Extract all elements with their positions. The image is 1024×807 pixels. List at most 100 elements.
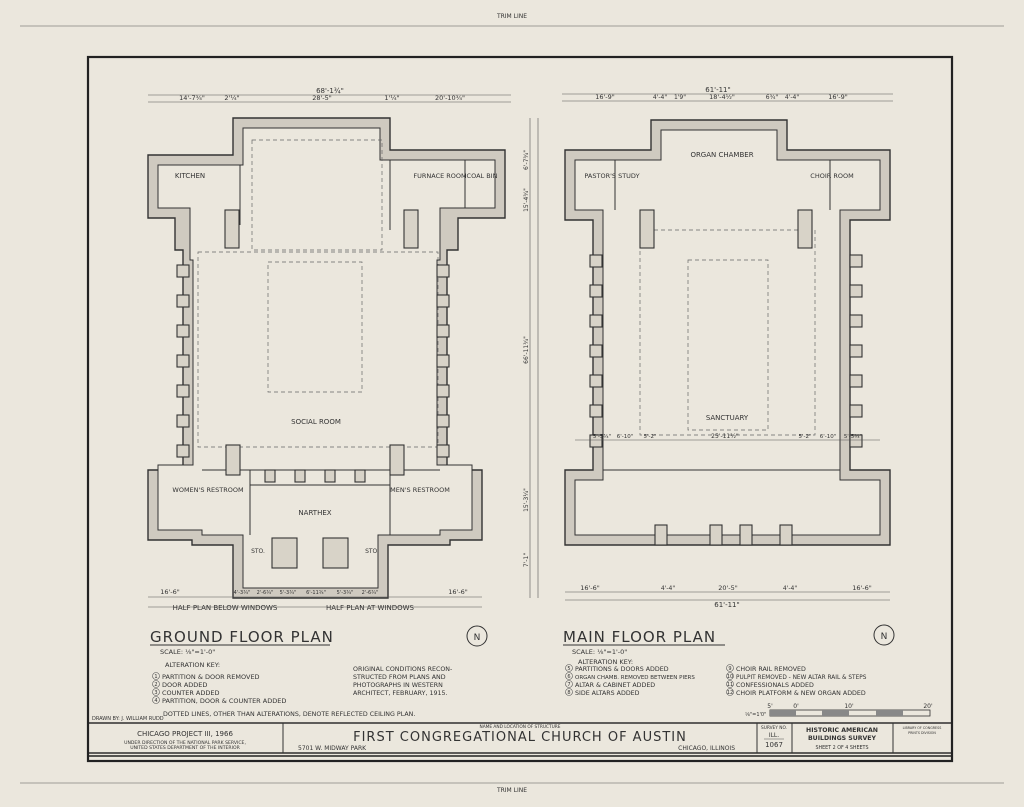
room-label-coal-bin: COAL BIN [467, 172, 498, 180]
key-num: 5 [567, 666, 570, 672]
dim-text: 16'-9" [828, 93, 848, 101]
scale-bar-label: ⅛"=1'0" [745, 712, 766, 718]
dim-text: 5'-5¾" [844, 434, 862, 440]
room-label-womens: WOMEN'S RESTROOM [172, 486, 243, 494]
key-item: PARTITIONS & DOORS ADDED [575, 666, 669, 673]
dim-text: 15'-4¾" [523, 188, 530, 212]
key-num: 1 [154, 674, 157, 680]
trim-line-bottom: TRIM LINE [496, 787, 527, 794]
dim-text: 2'¼" [224, 94, 239, 102]
ground-plan-title: GROUND FLOOR PLAN [150, 628, 334, 646]
key-item: COUNTER ADDED [162, 689, 220, 697]
key-num: 10 [727, 674, 733, 680]
dim-text: 6'-11¾" [306, 590, 326, 596]
key-num: 11 [727, 682, 733, 688]
key-item: CHOIR RAIL REMOVED [736, 666, 806, 673]
dim-overall: 61'-11" [705, 86, 730, 94]
room-label-kitchen: KITCHEN [175, 172, 205, 180]
room-label-pastors-study: PASTOR'S STUDY [584, 172, 639, 180]
room-label-mens: MEN'S RESTROOM [390, 486, 450, 494]
key-item: SIDE ALTARS ADDED [575, 690, 640, 697]
scale-tick: 10' [844, 703, 854, 710]
piers [176, 264, 450, 458]
note-line: PHOTOGRAPHS IN WESTERN [353, 682, 443, 689]
dim-text: 6'-10" [617, 434, 634, 440]
note-line: STRUCTED FROM PLANS AND [353, 674, 446, 681]
dim-text: 4'-3¾" [234, 590, 251, 596]
scale-tick: 20' [923, 703, 933, 710]
survey-state: ILL. [769, 732, 779, 739]
scale-tick: 0' [793, 703, 799, 710]
scale-text: SCALE: ⅛"=1'-0" [572, 648, 627, 656]
key-item: PULPIT REMOVED - NEW ALTAR RAIL & STEPS [736, 675, 867, 681]
key-num: 12 [727, 690, 733, 696]
key-num: 9 [728, 666, 731, 672]
key-item: CHOIR PLATFORM & NEW ORGAN ADDED [736, 690, 866, 697]
key-item: ORGAN CHAMB. REMOVED BETWEEN PIERS [575, 675, 695, 681]
key-num: 8 [567, 690, 570, 696]
dim-text: 28'-5" [312, 94, 332, 102]
habs-label: HISTORIC AMERICAN [806, 727, 878, 734]
dim-overall: 68'-1¾" [316, 87, 344, 95]
sheet-number: SHEET 2 OF 4 SHEETS [815, 745, 868, 751]
direction-line: UNDER DIRECTION OF THE NATIONAL PARK SER… [124, 740, 246, 746]
dim-overall: 61'-11" [714, 601, 739, 609]
name-label: NAME AND LOCATION OF STRUCTURE [479, 724, 560, 730]
main-floor-plan: 61'-11" 16'-9" 4'-4" 1'9" 18'-4½" 6¾" 4'… [562, 86, 933, 718]
dim-text: 25'-11½" [711, 433, 739, 440]
dim-text: 4'-4" [783, 585, 797, 592]
dim-text: 5'-2" [643, 434, 656, 440]
dim-text: 4'-4" [653, 94, 667, 101]
structure-city: CHICAGO, ILLINOIS [678, 745, 735, 752]
title-block: CHICAGO PROJECT III, 1966 UNDER DIRECTIO… [87, 722, 953, 757]
dim-text: 20'-5" [718, 584, 738, 592]
dim-text: 5'-5¾" [593, 434, 611, 440]
room-label-storage: STO. [365, 548, 379, 555]
dim-text: 6¾" [766, 94, 779, 101]
dim-text: 20'-10¾" [435, 94, 465, 102]
survey-label: SURVEY NO. [761, 725, 787, 731]
library-label: LIBRARY OF CONGRESS [903, 726, 942, 730]
main-plan-title: MAIN FLOOR PLAN [563, 628, 716, 646]
project-name: CHICAGO PROJECT III, 1966 [137, 730, 233, 738]
north-arrow-icon [873, 624, 895, 646]
north-arrow-icon [466, 625, 488, 647]
key-num: 2 [154, 682, 157, 688]
note-line: ARCHITECT, FEBRUARY, 1915. [353, 690, 448, 697]
key-item: DOOR ADDED [162, 681, 207, 689]
room-label-social: SOCIAL ROOM [291, 418, 341, 426]
room-label-sanctuary: SANCTUARY [706, 414, 749, 422]
room-label-organ-chamber: ORGAN CHAMBER [690, 151, 753, 159]
dim-text: 4'-4" [785, 94, 799, 101]
dim-text: 18'-4½" [709, 93, 735, 101]
key-item: CONFESSIONALS ADDED [736, 682, 814, 689]
room-label-furnace: FURNACE ROOM [413, 172, 466, 180]
scale-tick: 5' [767, 703, 773, 710]
dim-text: 16'-6" [448, 588, 468, 596]
dotted-lines-note: DOTTED LINES, OTHER THAN ALTERATIONS, DE… [163, 711, 415, 718]
ground-key: 1 PARTITION & DOOR REMOVED 2 DOOR ADDED … [152, 672, 286, 705]
dim-text: 6'-7¾" [523, 150, 530, 170]
key-num: 6 [567, 674, 570, 680]
structure-address: 5701 W. MIDWAY PARK [298, 745, 367, 752]
room-label-choir-room: CHOIR ROOM [810, 172, 853, 180]
room-label-storage: STO. [251, 548, 265, 555]
key-num: 4 [154, 698, 157, 704]
half-plan-below-label: HALF PLAN BELOW WINDOWS [173, 604, 278, 612]
dim-text: 4'-4" [661, 585, 675, 592]
dim-text: 2'-6¾" [362, 590, 379, 596]
dim-text: 5'-3¾" [280, 590, 297, 596]
survey-number: 1067 [765, 741, 783, 749]
graphic-scale-bar: ⅛"=1'0" 5' 0' 10' 20' [745, 703, 933, 718]
direction-line: UNITED STATES DEPARTMENT OF THE INTERIOR [130, 745, 240, 751]
ground-floor-plan: 68'-1¾" 14'-7¾" 2'¼" 28'-5" 1'¼" 20'-10¾… [147, 87, 539, 718]
dim-text: 16'-6" [160, 588, 180, 596]
key-item: ALTAR & CABINET ADDED [575, 682, 655, 689]
habs-label: BUILDINGS SURVEY [808, 735, 877, 742]
dim-text: 2'-6¾" [257, 590, 274, 596]
note-line: ORIGINAL CONDITIONS RECON- [353, 666, 452, 673]
trim-line-top: TRIM LINE [496, 13, 527, 20]
dim-text: 16'-6" [852, 584, 872, 592]
dim-text: 16'-6" [580, 584, 600, 592]
